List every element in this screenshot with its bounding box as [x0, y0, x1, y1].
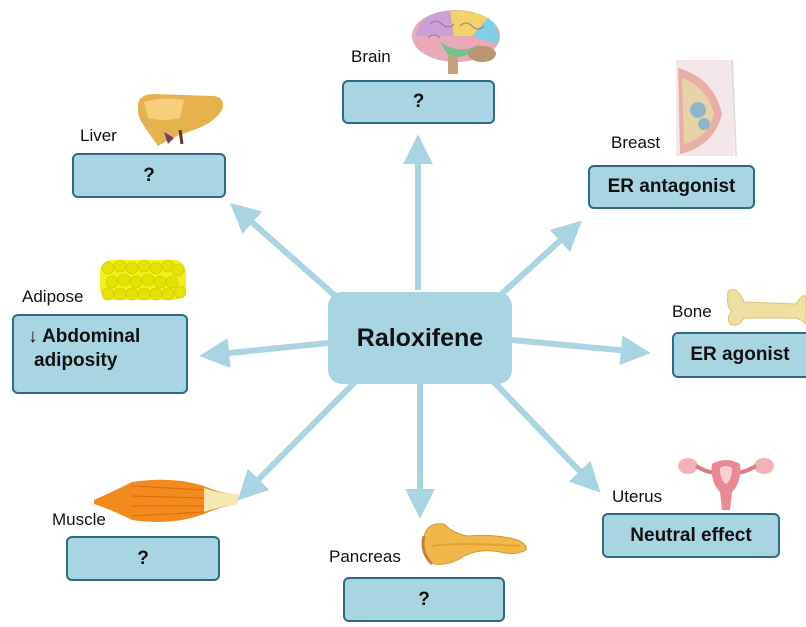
brain-label: Brain [351, 47, 391, 67]
brain-effect-box: ? [342, 80, 495, 124]
arrow-to-adipose [210, 343, 328, 355]
center-drug-box: Raloxifene [328, 292, 512, 384]
adipose-icon [98, 256, 188, 304]
brain-effect-text: ? [413, 91, 425, 113]
brain-icon [410, 6, 505, 76]
liver-icon [134, 88, 226, 150]
muscle-icon [92, 476, 240, 526]
uterus-icon [676, 452, 776, 512]
bone-effect-text: ER agonist [690, 344, 789, 366]
muscle-effect-text: ? [137, 548, 149, 570]
liver-effect-text: ? [143, 165, 155, 187]
bone-icon [724, 286, 806, 330]
adipose-effect-box: ↓ Abdominal adiposity [12, 314, 188, 394]
adipose-label: Adipose [22, 287, 83, 307]
bone-label: Bone [672, 302, 712, 322]
center-drug-label: Raloxifene [357, 324, 483, 353]
arrow-to-liver [238, 210, 340, 300]
arrow-to-uterus [492, 380, 593, 485]
adipose-effect-line2: adiposity [28, 349, 186, 373]
breast-label: Breast [611, 133, 660, 153]
bone-effect-box: ER agonist [672, 332, 806, 378]
muscle-label: Muscle [52, 510, 106, 530]
arrow-to-bone [512, 340, 640, 352]
pancreas-effect-text: ? [418, 589, 430, 611]
uterus-effect-text: Neutral effect [630, 525, 751, 547]
pancreas-effect-box: ? [343, 577, 505, 622]
pancreas-icon [420, 516, 530, 572]
uterus-label: Uterus [612, 487, 662, 507]
liver-label: Liver [80, 126, 117, 146]
uterus-effect-box: Neutral effect [602, 513, 780, 558]
breast-effect-text: ER antagonist [608, 176, 736, 198]
adipose-effect-line1: ↓ Abdominal [28, 325, 186, 349]
arrow-to-muscle [245, 382, 355, 493]
liver-effect-box: ? [72, 153, 226, 198]
muscle-effect-box: ? [66, 536, 220, 581]
arrow-to-breast [495, 228, 574, 300]
breast-icon [674, 58, 738, 158]
breast-effect-box: ER antagonist [588, 165, 755, 209]
pancreas-label: Pancreas [329, 547, 401, 567]
